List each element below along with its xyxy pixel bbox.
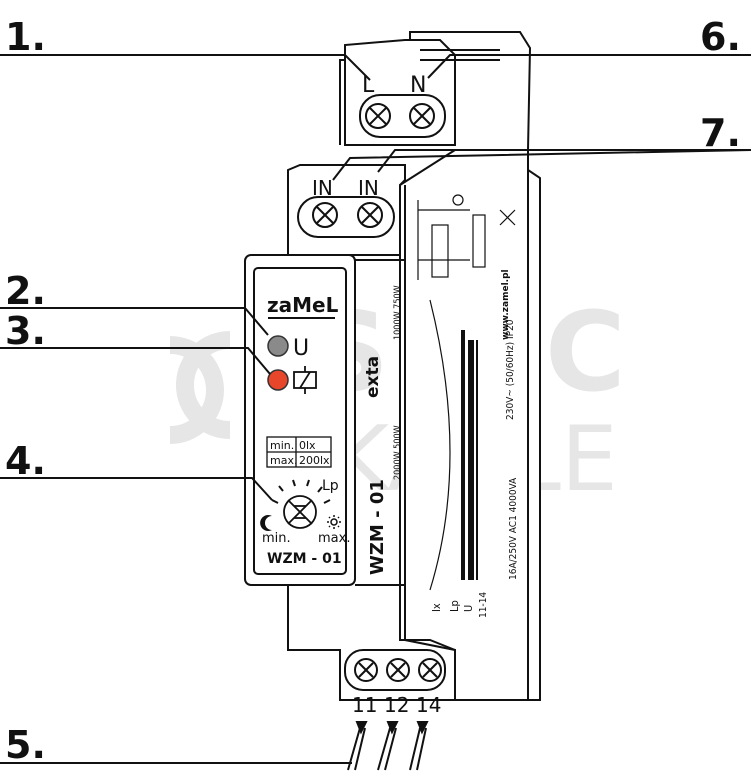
brand-logo: zaMeL: [267, 293, 339, 317]
watermark-logo: [169, 331, 231, 444]
screw-l-icon: [365, 103, 391, 129]
screw-in2-icon: [357, 202, 383, 228]
knob-label-lp: Lp: [322, 478, 339, 494]
sensitivity-knob[interactable]: [283, 495, 317, 529]
relay-led-indicator: [267, 369, 289, 391]
terminal-label-n: N: [410, 73, 426, 98]
side-model-label: WZM - 01: [367, 479, 388, 575]
range-table: [266, 436, 332, 468]
bottom-wires: [347, 721, 429, 771]
screw-in1-icon: [312, 202, 338, 228]
knob-min-label: min.: [262, 531, 291, 546]
side-spec-1: 230V~ (50/60Hz) IP20: [505, 319, 516, 420]
sun-icon: [327, 515, 341, 529]
terminal-label-14: 14: [416, 693, 441, 717]
range-max-label: max.: [270, 454, 297, 467]
terminal-label-l: L: [362, 73, 375, 98]
range-min-value: 0lx: [299, 439, 316, 452]
moon-icon: [260, 515, 272, 532]
screws: [312, 103, 442, 682]
callout-6: 6.: [700, 15, 741, 59]
range-max-value: 200lx: [299, 454, 330, 467]
lower-body: [287, 585, 456, 701]
relay-coil-icon: [293, 366, 317, 394]
terminal-label-in-1: IN: [312, 176, 333, 200]
screw-n-icon: [409, 103, 435, 129]
front-panel-inner: [253, 267, 347, 575]
callout-4: 4.: [5, 439, 46, 483]
front-model-label: WZM - 01: [267, 551, 342, 567]
side-website: www.zamel.pl: [501, 269, 511, 340]
side-ratings-2: 2000W 500W: [393, 425, 403, 480]
side-wiring-schematic: [417, 194, 516, 591]
side-ratings-1: 1000W 750W: [393, 285, 403, 340]
knob-max-label: max.: [318, 531, 350, 546]
terminal-label-11: 11: [352, 693, 377, 717]
terminal-label-in-2: IN: [358, 176, 379, 200]
callout-5: 5.: [5, 723, 46, 767]
signal-label-ix: Ix: [430, 603, 443, 612]
callout-7: 7.: [700, 111, 741, 155]
power-led-label: U: [293, 336, 309, 361]
signal-label-u: U: [462, 605, 475, 612]
callout-2: 2.: [5, 269, 46, 313]
side-signal-bars: [461, 330, 478, 580]
signal-label-lp: Lp: [448, 600, 461, 612]
terminal-label-12: 12: [384, 693, 409, 717]
side-brand-label: exta: [363, 356, 383, 398]
power-led-indicator: [267, 335, 289, 357]
screw-12-icon: [386, 658, 410, 682]
side-spec-2: 16A/250V AC1 4000VA: [508, 477, 519, 580]
callout-1: 1.: [5, 15, 46, 59]
signal-label-11-14: 11-14: [478, 592, 489, 618]
screw-11-icon: [354, 658, 378, 682]
knob-scale-ticks: [271, 479, 331, 504]
callout-leaders: [0, 54, 751, 764]
range-min-label: min.: [270, 439, 294, 452]
callout-3: 3.: [5, 309, 46, 353]
screw-14-icon: [418, 658, 442, 682]
